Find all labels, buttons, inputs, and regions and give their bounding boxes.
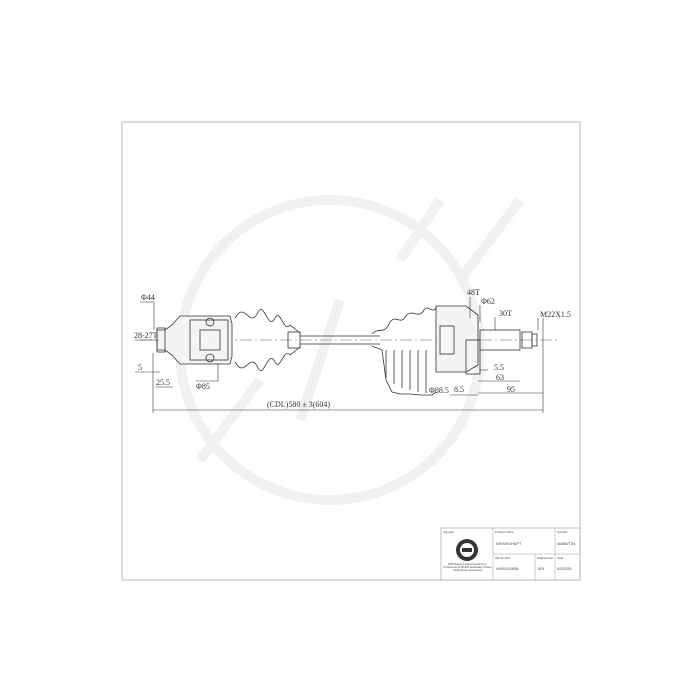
- product-name-label: Product name: [495, 530, 514, 534]
- dim-5-5: 5.5: [494, 363, 504, 372]
- diagram-no: 001: [538, 566, 545, 571]
- product-name: DRIVESHAFT: [496, 541, 522, 546]
- dim-8-5: 8.5: [454, 385, 464, 394]
- drawing-frame: [121, 121, 581, 581]
- driveshaft-body: [156, 305, 538, 396]
- oe-number-label: OE Number: [495, 556, 511, 560]
- dim-d85: Φ85: [196, 382, 210, 391]
- dim-thread: M22X1.5: [540, 310, 571, 319]
- diagram-no-label: Diagram No.: [537, 556, 554, 560]
- dim-d62: Φ62: [481, 297, 495, 306]
- dim-inner-spline: 28-27T: [134, 331, 158, 340]
- dimension-labels: Φ44 28-27T 5 25.5 Φ85 (CDL)580 ± 3(604) …: [134, 288, 571, 409]
- dim-outer-spline: 30T: [499, 309, 512, 318]
- symbol: 4086VT34: [557, 541, 576, 546]
- dim-d88-5: Φ88.5: [429, 386, 449, 395]
- dim-d44: Φ44: [141, 293, 155, 302]
- date-label: Date: [557, 556, 564, 560]
- dim-5: 5: [138, 363, 142, 372]
- symbol-label: Symbol: [557, 530, 567, 534]
- dim-25-5: 25.5: [156, 378, 170, 387]
- dim-95: 95: [507, 385, 515, 394]
- importer-address: SKB Wojciech Adamczewski Sp.k. Pszeniczn…: [443, 563, 492, 573]
- importer-label: Importer: [443, 530, 454, 534]
- dim-63: 63: [496, 373, 504, 382]
- date: 02/2025: [557, 566, 572, 571]
- oe-number: 4950125836: [496, 566, 519, 571]
- dim-abs-ring: 48T: [467, 288, 480, 297]
- dimension-lines: [135, 297, 544, 413]
- title-block: Importer SKB Wojciech Adamczewski Sp.k. …: [440, 527, 581, 581]
- dim-overall-length: (CDL)580 ± 3(604): [267, 400, 330, 409]
